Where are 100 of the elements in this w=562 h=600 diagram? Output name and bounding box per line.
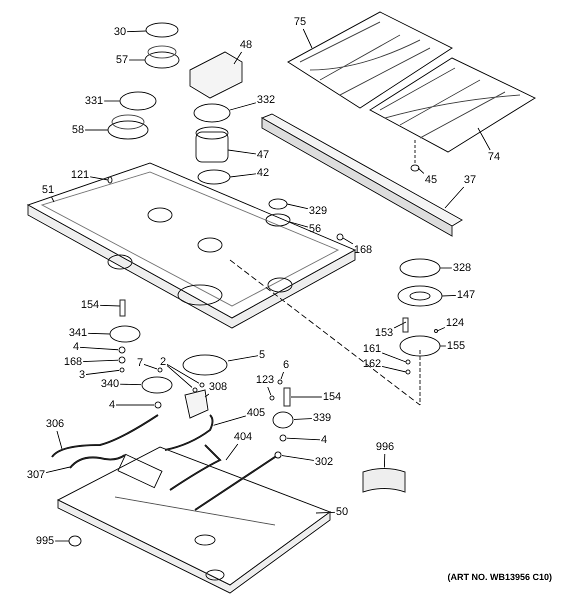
leader-line: [294, 418, 312, 420]
leader-line: [82, 360, 118, 362]
leader-line: [234, 52, 242, 64]
screw: [200, 382, 204, 388]
washer: [154, 402, 162, 408]
callout-number: 154: [322, 391, 342, 403]
leader-line: [230, 102, 256, 110]
washer: [118, 346, 126, 354]
leader-line: [126, 30, 146, 32]
callout-number: 302: [314, 456, 334, 468]
leader-line: [230, 173, 256, 178]
callout-number: 5: [258, 349, 266, 361]
screw: [158, 368, 162, 372]
leader-line: [290, 222, 308, 228]
callout-number: 123: [256, 374, 274, 386]
callout-number: 161: [362, 343, 382, 355]
leader-line: [120, 384, 142, 386]
leader-line: [80, 346, 118, 350]
callout-number: 4: [108, 399, 116, 411]
leader-line: [86, 370, 120, 375]
leader-line: [228, 355, 258, 362]
callout-number: 404: [234, 431, 252, 443]
callout-number: 124: [446, 317, 464, 329]
callout-number: 153: [374, 327, 394, 339]
leader-line: [342, 238, 354, 244]
burner-base: [272, 412, 294, 428]
callout-number: 307: [26, 469, 46, 481]
leader-line: [382, 352, 406, 362]
callout-number: 154: [80, 299, 100, 311]
leader-line: [166, 365, 192, 388]
leader-line: [51, 196, 54, 202]
callout-number: 341: [68, 327, 88, 339]
callout-number: 6: [282, 359, 290, 371]
callout-number: 168: [354, 244, 372, 256]
callout-number: 7: [136, 357, 144, 369]
nut: [118, 356, 126, 364]
callout-number: 147: [456, 289, 476, 301]
leader-line: [286, 204, 308, 210]
callout-number: 4: [72, 341, 80, 353]
burner-base: [142, 376, 172, 394]
callout-number: 168: [64, 356, 82, 368]
leader-line: [226, 444, 238, 460]
callout-number: 48: [240, 39, 252, 51]
callout-number: 155: [446, 340, 466, 352]
leader-line: [116, 404, 154, 406]
callout-number: 405: [246, 407, 266, 419]
callout-number: 331: [84, 95, 104, 107]
callout-number: 121: [70, 169, 90, 181]
art-number-note: (ART NO. WB13956 C10): [447, 572, 552, 582]
leader-line: [166, 364, 200, 384]
callout-number: 328: [452, 262, 472, 274]
callout-number: 74: [488, 151, 500, 163]
gas-tube: [164, 414, 214, 451]
callout-number: 996: [376, 441, 394, 453]
callout-number: 56: [308, 223, 322, 235]
orifice-pin: [284, 388, 290, 406]
callout-number: 37: [464, 174, 476, 186]
leader-line: [302, 28, 312, 48]
leader-line: [46, 466, 70, 474]
leader-line: [100, 304, 120, 306]
screw: [120, 368, 124, 372]
callout-number: 306: [46, 418, 64, 430]
leader-line: [213, 416, 246, 426]
leader-line: [442, 294, 456, 296]
leader-line: [204, 394, 210, 398]
callout-number: 339: [312, 412, 332, 424]
leader-line: [144, 364, 158, 370]
leader-line: [418, 168, 424, 174]
leader-line: [90, 176, 108, 180]
screw: [278, 380, 282, 384]
leader-line: [104, 100, 120, 102]
callout-number: 42: [256, 167, 270, 179]
tube-fitting: [274, 452, 282, 458]
callout-number: 47: [256, 149, 270, 161]
callout-number: 340: [100, 378, 120, 390]
leader-line: [290, 396, 322, 398]
callout-number: 75: [294, 16, 306, 28]
leader-line: [280, 372, 284, 380]
leader-line: [478, 128, 491, 150]
leader-line: [382, 366, 406, 372]
callout-number: 45: [424, 174, 438, 186]
callout-number: 30: [114, 26, 126, 38]
leader-line: [436, 327, 446, 332]
leader-line: [316, 512, 336, 514]
leader-line: [267, 386, 272, 396]
callout-number: 3: [78, 369, 86, 381]
callout-number: 2: [160, 356, 166, 368]
leader-line: [228, 150, 256, 154]
callout-number: 4: [320, 434, 328, 446]
leader-line: [56, 430, 62, 450]
leader-line: [384, 454, 386, 468]
screw: [270, 396, 274, 400]
callout-number: 332: [256, 94, 276, 106]
callout-number: 58: [72, 124, 84, 136]
callout-number: 51: [42, 184, 54, 196]
callout-number: 308: [208, 381, 228, 393]
leader-line: [88, 332, 110, 334]
gasket-ring: [182, 354, 228, 376]
callout-number: 329: [308, 205, 328, 217]
callout-number: 50: [336, 506, 348, 518]
